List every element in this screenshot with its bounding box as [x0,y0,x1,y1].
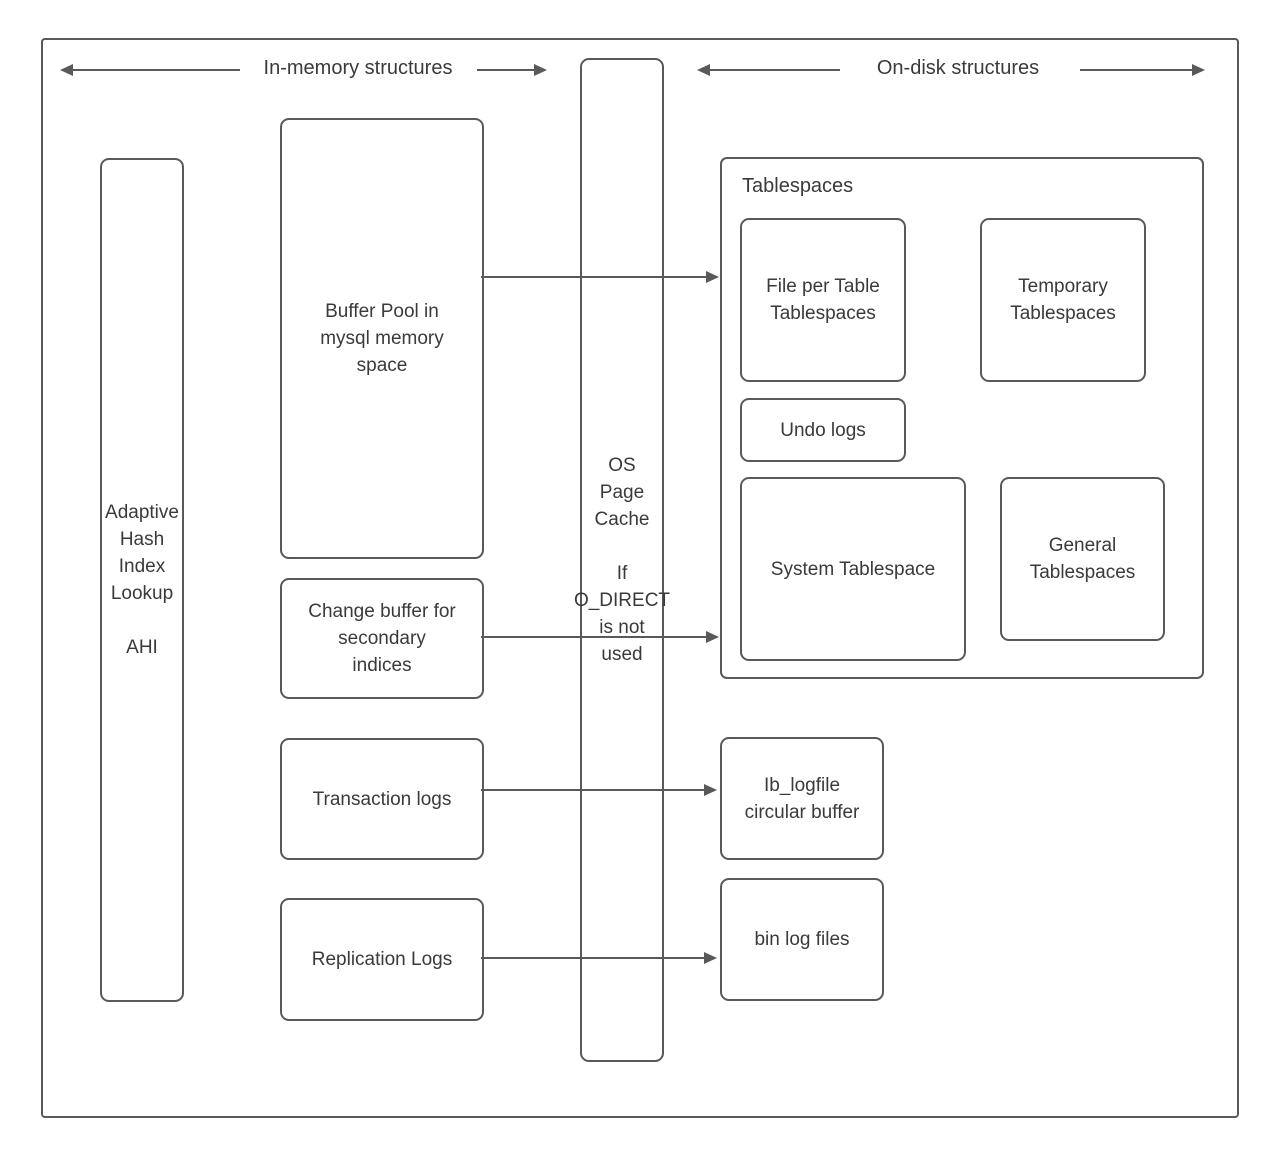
node-change-buffer: Change buffer for secondary indices [280,578,484,699]
node-bin-log-files: bin log files [720,878,884,1001]
node-replication-logs: Replication Logs [280,898,484,1021]
diagram-outer-frame [41,38,1239,1118]
node-os-page-cache: OS Page Cache If O_DIRECT is not used [574,58,670,1062]
node-buffer-pool-label: Buffer Pool in mysql memory space [320,301,444,376]
node-bin-log-files-label: bin log files [754,929,850,950]
node-transaction-logs: Transaction logs [280,738,484,860]
node-transaction-logs-label: Transaction logs [312,788,452,810]
node-system-tablespace-label: System Tablespace [770,558,936,580]
node-ib-logfile-circular-buffer: Ib_logfile circular buffer [720,737,884,860]
node-system-tablespace: System Tablespace [740,477,966,661]
arrow-replication-logs-to-bin-log-files [481,957,704,959]
node-adaptive-hash-index: Adaptive Hash Index Lookup AHI [100,158,184,1002]
node-file-per-table-tablespaces: File per Table Tablespaces [740,218,906,382]
tablespaces-container: Tablespaces [720,157,1204,679]
in-memory-left-arrow-icon [73,69,240,71]
node-general-tablespaces: General Tablespaces [1000,477,1165,641]
tablespaces-container-label: Tablespaces [742,175,854,197]
node-adaptive-hash-index-label: Adaptive Hash Index Lookup AHI [105,502,179,658]
node-os-page-cache-label: OS Page Cache If O_DIRECT is not used [573,455,671,665]
node-buffer-pool: Buffer Pool in mysql memory space [280,118,484,559]
node-undo-logs-label: Undo logs [780,419,866,441]
on-disk-left-arrow-icon [710,69,840,71]
node-general-tablespaces-label: General Tablespaces [1029,535,1136,583]
node-temporary-tablespaces-label: Temporary Tablespaces [1010,276,1116,324]
on-disk-right-arrow-icon [1080,69,1192,71]
node-undo-logs: Undo logs [740,398,906,462]
arrow-transaction-logs-to-ib-logfile [481,789,704,791]
arrow-buffer-pool-to-tablespaces [481,276,706,278]
in-memory-structures-header: In-memory structures [263,57,453,79]
node-file-per-table-tablespaces-label: File per Table Tablespaces [766,276,880,324]
in-memory-right-arrow-icon [477,69,534,71]
node-ib-logfile-circular-buffer-label: Ib_logfile circular buffer [744,774,860,823]
node-replication-logs-label: Replication Logs [311,949,453,970]
node-temporary-tablespaces: Temporary Tablespaces [980,218,1146,382]
node-change-buffer-label: Change buffer for secondary indices [308,601,456,676]
arrow-change-buffer-to-tablespaces [481,636,706,638]
on-disk-structures-header: On-disk structures [876,57,1040,79]
